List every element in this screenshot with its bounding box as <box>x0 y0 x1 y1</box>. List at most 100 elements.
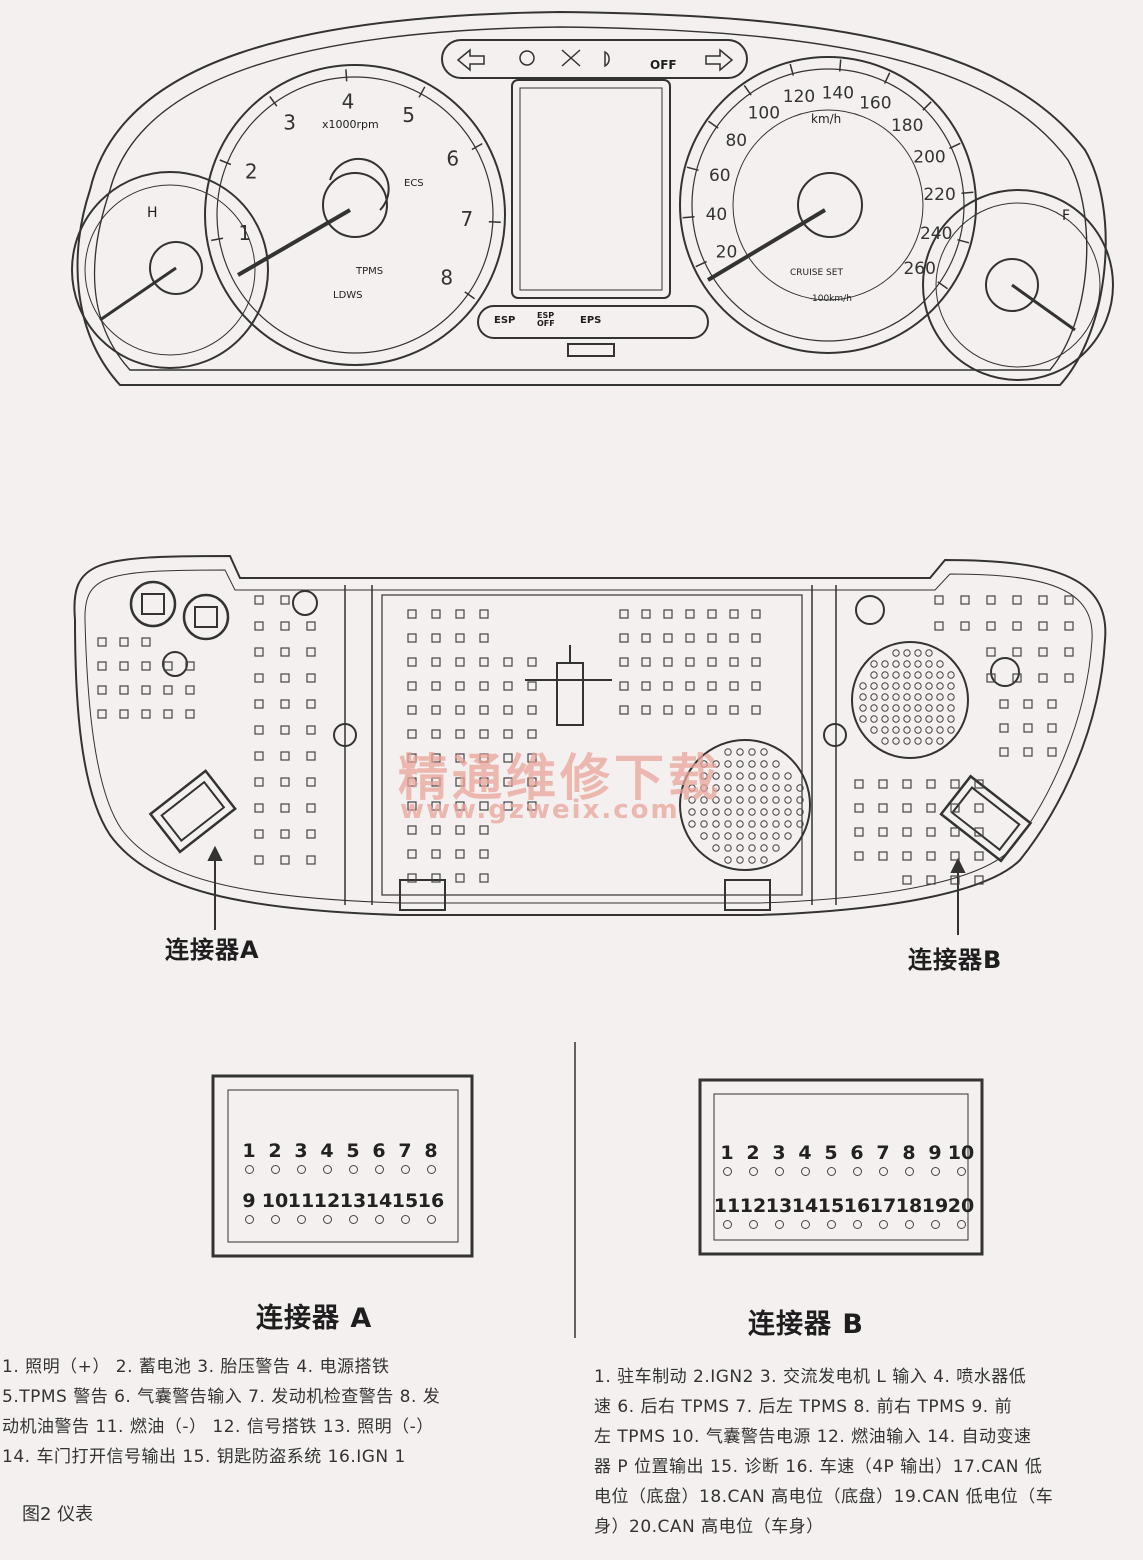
pin-hole <box>800 1220 810 1229</box>
pcb-pad <box>254 829 264 839</box>
gauge-tick-label: 1 <box>238 221 251 245</box>
pin-number: 5 <box>824 1142 838 1164</box>
desc-line: 器 P 位置输出 15. 诊断 16. 车速（4P 输出）17.CAN 低 <box>594 1457 1043 1477</box>
pin-hole <box>904 1220 914 1229</box>
pcb-pad <box>407 753 417 763</box>
pcb-pad <box>254 777 264 787</box>
pcb-pad <box>1012 647 1022 657</box>
pcb-pad <box>455 705 465 715</box>
pin-hole <box>374 1215 384 1224</box>
grille-hole <box>925 649 933 657</box>
connector-pin: 10 <box>262 1190 288 1224</box>
grille-hole <box>760 772 768 780</box>
gauge-tick <box>937 281 949 290</box>
pcb-pad <box>527 801 537 811</box>
grille-hole <box>736 856 744 864</box>
gauge-tick-label: 8 <box>440 266 453 290</box>
pin-hole <box>930 1167 940 1176</box>
fuel-gauge-ring <box>922 189 1114 381</box>
pin-number: 5 <box>346 1140 360 1162</box>
gauge-tick-label: 80 <box>725 131 747 151</box>
pcb-pad <box>254 673 264 683</box>
position-lamp-icon <box>561 49 581 67</box>
gauge-tick-label: 100 <box>748 103 780 123</box>
grille-hole <box>914 671 922 679</box>
pcb-pad <box>280 621 290 631</box>
gauge-tick-label: 180 <box>891 116 923 136</box>
desc-line: 左 TPMS 10. 气囊警告电源 12. 燃油输入 14. 自动变速 <box>594 1427 1032 1447</box>
grille-hole <box>712 844 720 852</box>
connector-pin: 6 <box>844 1142 870 1176</box>
grille-hole <box>936 715 944 723</box>
pcb-pad <box>431 849 441 859</box>
connector-a-socket <box>148 769 237 854</box>
round-connector-2 <box>182 593 230 641</box>
grille-hole <box>748 844 756 852</box>
pcb-pad <box>950 851 960 861</box>
connector-pin: 16 <box>418 1190 444 1224</box>
grille-hole <box>784 808 792 816</box>
pcb-pad <box>407 657 417 667</box>
grille-hole <box>947 671 955 679</box>
grille-hole <box>903 660 911 668</box>
grille-hole <box>700 808 708 816</box>
grille-hole <box>796 796 804 804</box>
pcb-pad <box>926 875 936 885</box>
ecs-label: ECS <box>404 178 424 189</box>
pcb-pad <box>1012 595 1022 605</box>
desc-line: 5.TPMS 警告 6. 气囊警告输入 7. 发动机检查警告 8. 发 <box>2 1387 441 1407</box>
figure-caption: 图2 仪表 <box>22 1504 94 1525</box>
pcb-pad <box>431 657 441 667</box>
pcb-pad <box>641 657 651 667</box>
grille-hole <box>936 693 944 701</box>
grille-hole <box>903 726 911 734</box>
grille-hole <box>870 671 878 679</box>
pcb-pad <box>306 855 316 865</box>
pcb-pad <box>306 647 316 657</box>
gauge-tick-label: 260 <box>903 259 935 279</box>
grille-hole <box>892 660 900 668</box>
pin-number: 1 <box>242 1140 256 1162</box>
pin-number: 13 <box>339 1190 367 1212</box>
grille-hole <box>925 671 933 679</box>
grille-hole <box>736 832 744 840</box>
gauge-tick <box>922 101 932 111</box>
pcb-pad <box>503 705 513 715</box>
pcb-pad <box>479 633 489 643</box>
pcb-pad <box>729 633 739 643</box>
grille-hole <box>736 844 744 852</box>
grille-hole <box>748 784 756 792</box>
pcb-pad <box>141 709 151 719</box>
pin-number: 8 <box>902 1142 916 1164</box>
grille-hole <box>748 796 756 804</box>
connector-a-outline <box>211 1074 474 1258</box>
gauge-tick-label: 200 <box>913 148 945 168</box>
gauge-tick-label: 160 <box>859 94 891 114</box>
grille-hole <box>748 832 756 840</box>
grille-hole <box>796 784 804 792</box>
esp-label: ESP <box>494 315 516 326</box>
gauge-tick <box>682 215 695 219</box>
pcb-pad <box>999 747 1009 757</box>
pcb-pad <box>1064 647 1074 657</box>
pcb-pad <box>999 723 1009 733</box>
pcb-pad <box>479 729 489 739</box>
connector-b-socket <box>939 774 1033 863</box>
pcb-pad <box>641 609 651 619</box>
pin-number: 12 <box>313 1190 341 1212</box>
pcb-pad <box>163 709 173 719</box>
grille-hole <box>936 682 944 690</box>
pcb-pad <box>455 681 465 691</box>
pcb-pad <box>503 777 513 787</box>
pcb-pad <box>878 827 888 837</box>
gauge-tick <box>686 166 699 172</box>
pcb-pad <box>431 729 441 739</box>
gauge-tick <box>789 63 795 76</box>
connector-pin: 2 <box>262 1140 288 1174</box>
grille-hole <box>700 832 708 840</box>
pcb-pad <box>707 657 717 667</box>
pcb-pad <box>97 637 107 647</box>
pcb-pad <box>254 699 264 709</box>
